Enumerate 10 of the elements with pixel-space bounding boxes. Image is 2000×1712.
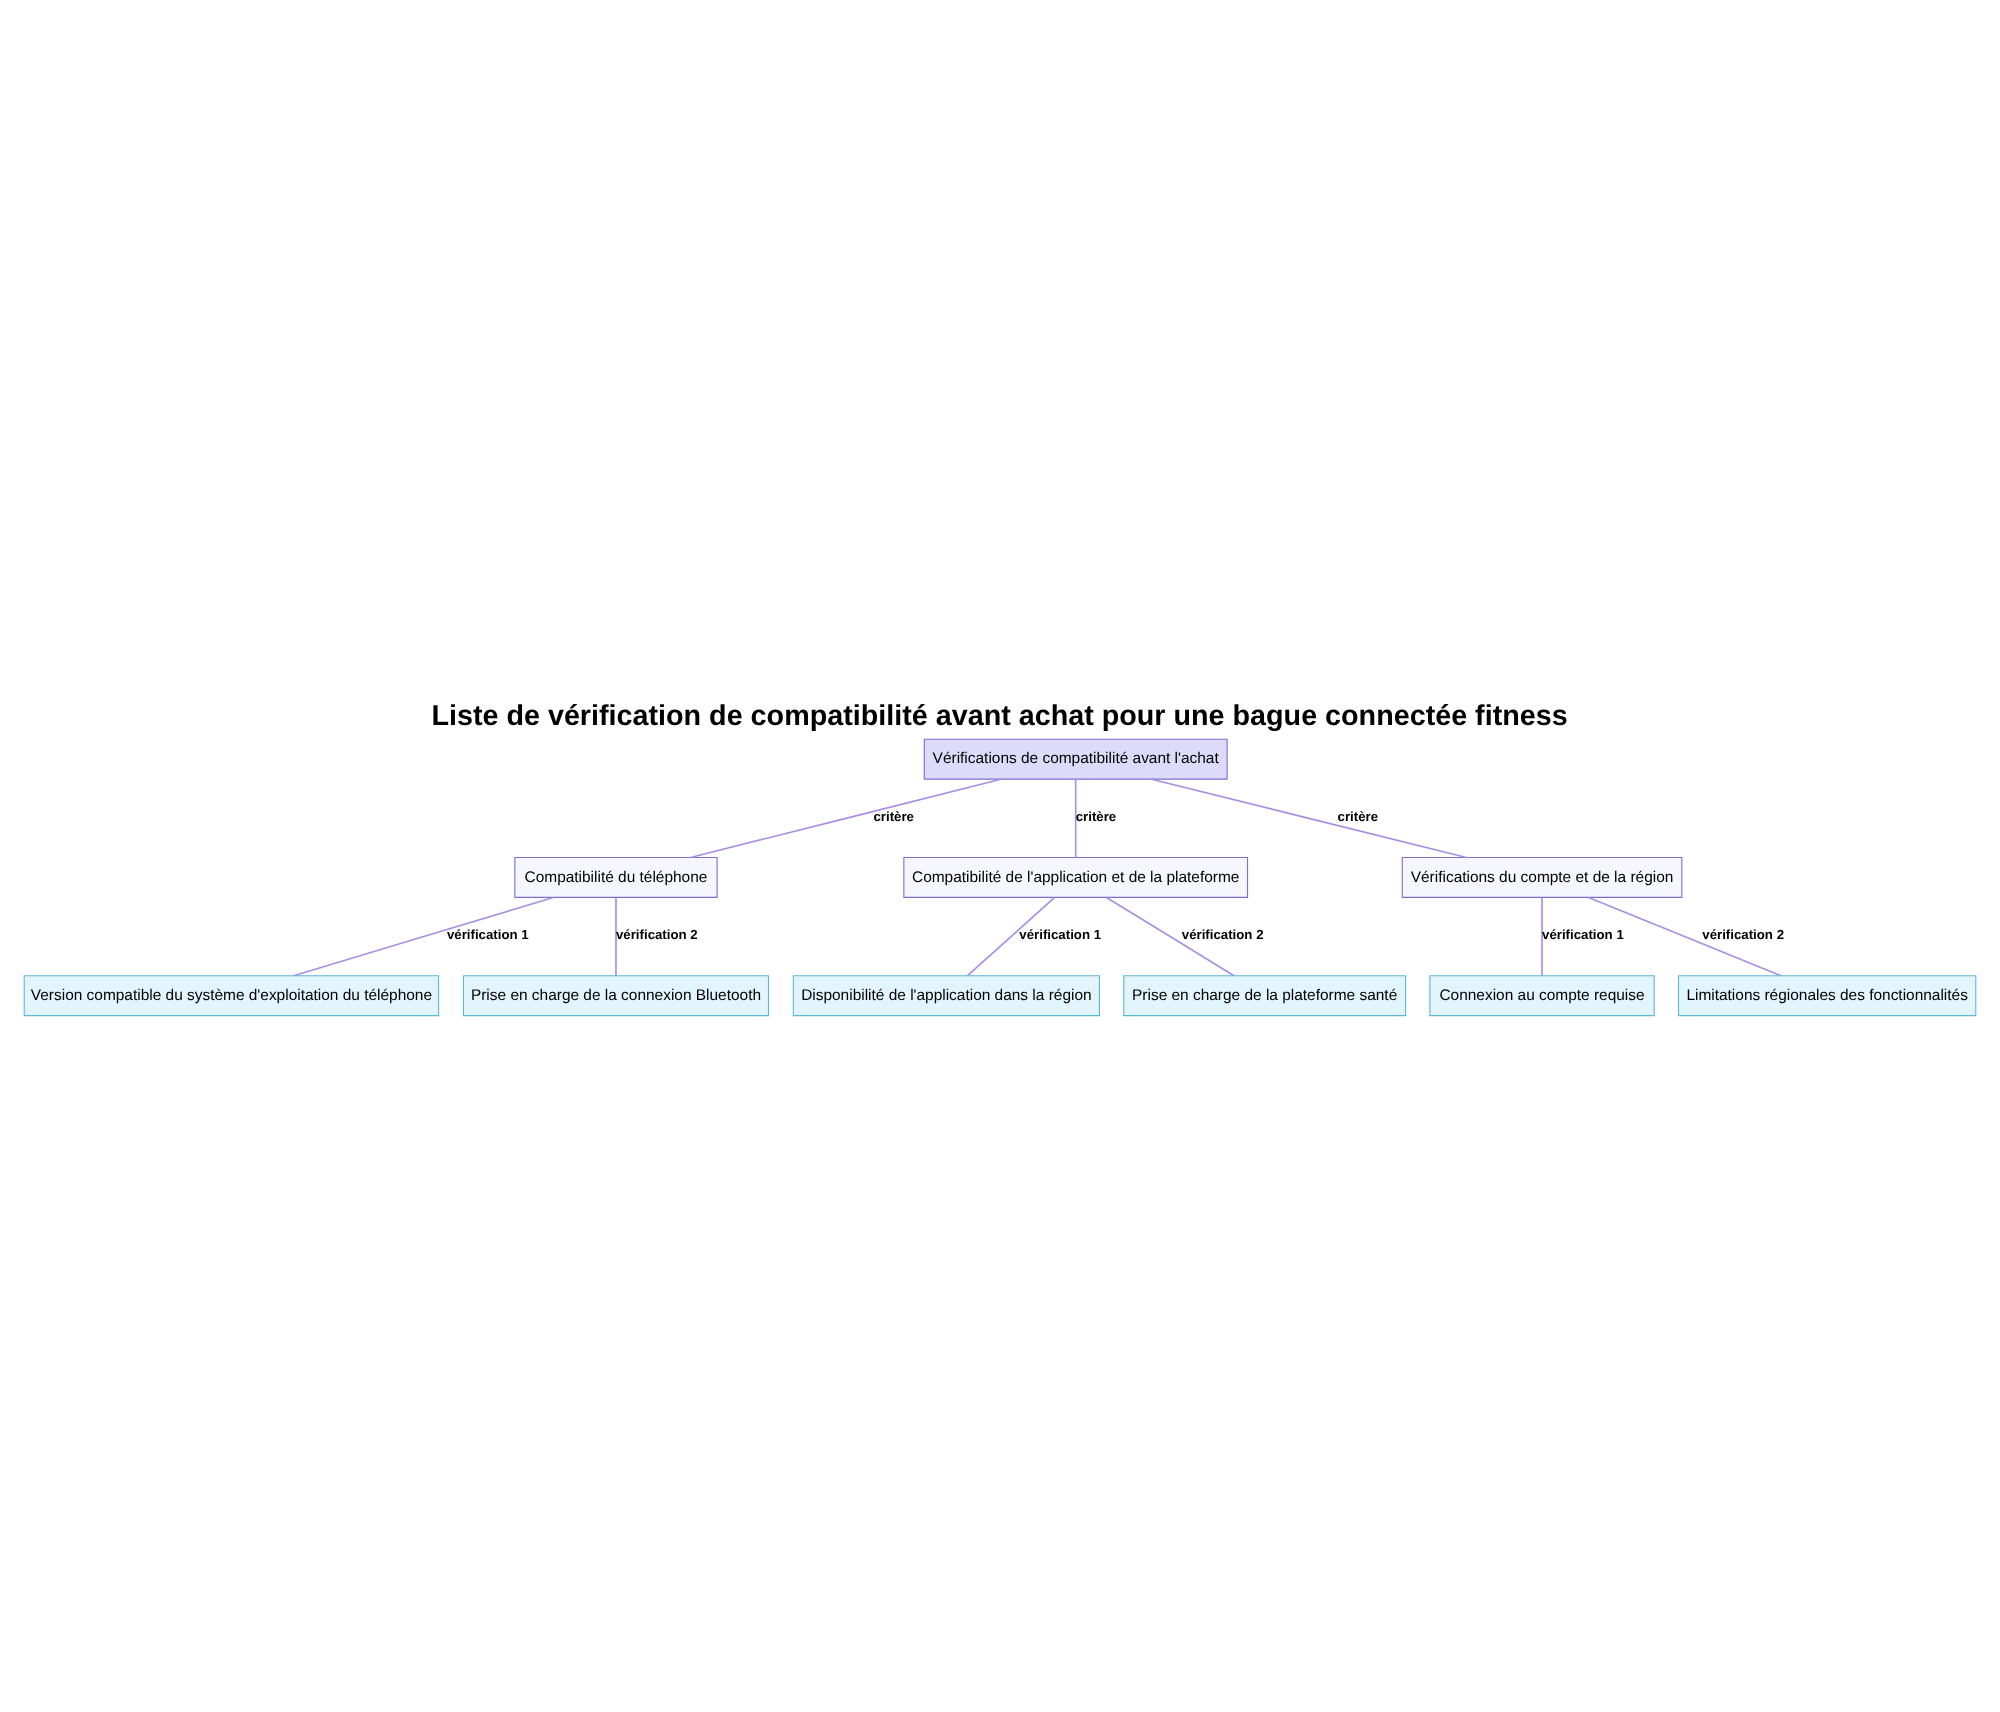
connector (966, 895, 1056, 976)
connector (1587, 895, 1782, 976)
connector (1074, 777, 1077, 858)
diagram-title: Liste de vérification de compatibilité avant achat pour une bague connectée fitness (431, 699, 1568, 732)
connector (689, 777, 1002, 858)
connector (292, 895, 555, 976)
connector (615, 895, 617, 976)
connector (1105, 895, 1235, 976)
connector (1541, 895, 1543, 976)
connector (1150, 777, 1468, 858)
